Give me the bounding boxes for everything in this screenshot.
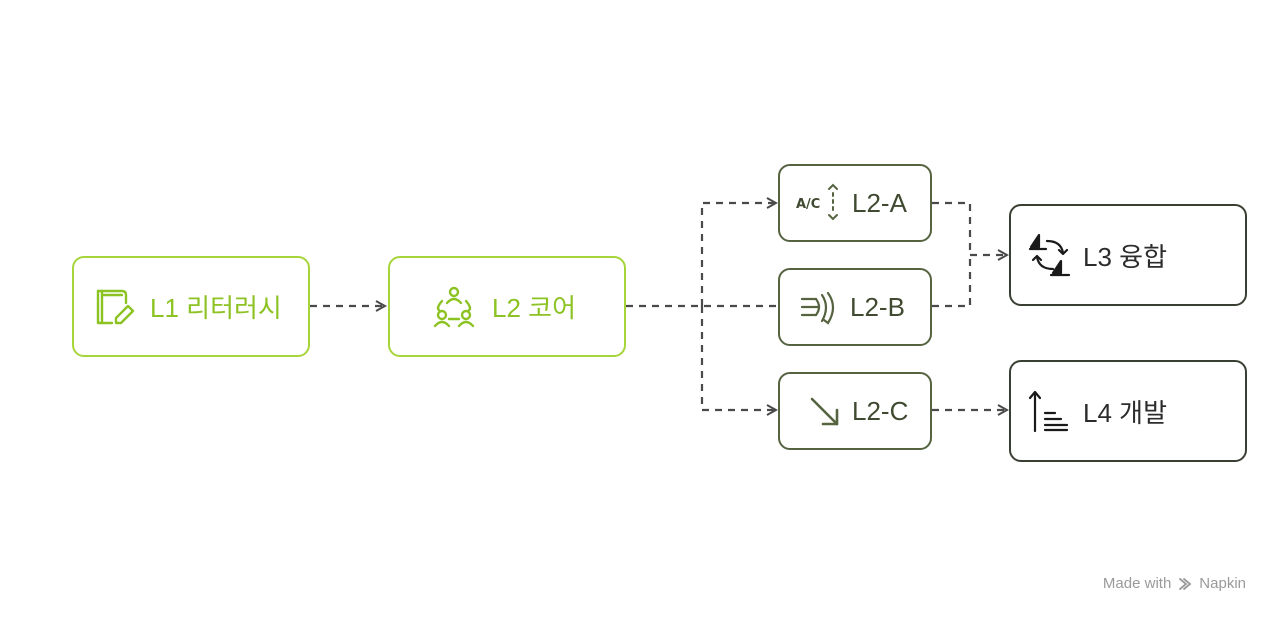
node-l2-c: L2-C	[778, 372, 932, 450]
napkin-logo-icon	[1177, 576, 1193, 592]
sailboat-cycle-icon	[1027, 231, 1075, 279]
team-cycle-icon	[430, 283, 478, 331]
napkin-brand-text: Napkin	[1199, 575, 1246, 592]
node-l2-b-label: L2-B	[850, 291, 905, 322]
node-l2-c-label: L2-C	[852, 395, 909, 426]
made-with-text: Made with	[1102, 575, 1172, 592]
node-l3: L3 융합	[1009, 204, 1247, 306]
connector-l2a-to-l3	[932, 201, 972, 255]
arrow-down-right-icon	[804, 391, 844, 431]
layers-bracket-icon	[798, 287, 838, 327]
node-l2-a-label: L2-A	[852, 187, 907, 218]
connector-branch-to-l2c	[700, 306, 776, 410]
node-l1-label: L1 리터러시	[150, 293, 282, 323]
node-l2-a: A/C L2-A	[778, 164, 932, 242]
node-l4: L4 개발	[1009, 360, 1247, 462]
node-l3-label: L3 융합	[1083, 241, 1167, 272]
ac-adjust-icon: A/C	[796, 183, 842, 223]
connector-l2b-to-l3	[932, 255, 972, 308]
notebook-pen-icon	[92, 285, 136, 329]
node-l2-core-label: L2 코어	[492, 293, 576, 323]
node-l1: L1 리터러시	[72, 256, 310, 357]
ac-adjust-icon-text: A/C	[796, 197, 820, 212]
ascending-list-icon	[1027, 387, 1075, 435]
connector-branch-to-l2a	[700, 203, 776, 306]
node-l2-core: L2 코어	[388, 256, 626, 357]
node-l4-label: L4 개발	[1083, 397, 1167, 428]
node-l2-b: L2-B	[778, 268, 932, 346]
made-with-footer: Made with Napkin	[1103, 575, 1246, 592]
